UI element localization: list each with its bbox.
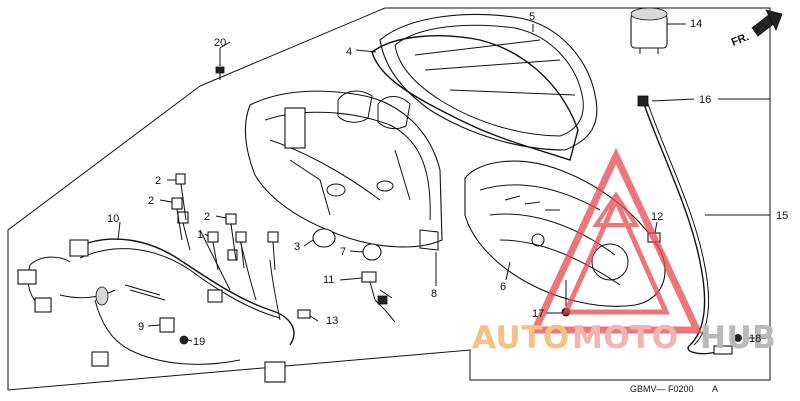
callout-2-b: 2 bbox=[148, 195, 154, 207]
callout-13: 13 bbox=[326, 315, 338, 327]
watermark-moto: MOTO bbox=[572, 320, 679, 356]
grommet-3 bbox=[312, 228, 336, 248]
watermark-auto: AUTO bbox=[472, 320, 570, 356]
callout-1: 1 bbox=[197, 229, 203, 241]
screw-20 bbox=[215, 48, 225, 80]
callout-14: 14 bbox=[690, 18, 702, 30]
clamp-9 bbox=[159, 317, 175, 333]
front-direction-label: FR. bbox=[730, 31, 751, 49]
meter-case bbox=[244, 90, 443, 251]
bulb-socket-14 bbox=[630, 7, 686, 54]
callout-18: 18 bbox=[749, 333, 761, 345]
diagram-code: GBMV— F0200 bbox=[630, 384, 694, 394]
wire-harness bbox=[17, 229, 295, 383]
callout-15: 15 bbox=[776, 210, 788, 222]
watermark-hub: HUB bbox=[700, 320, 776, 356]
callout-19: 19 bbox=[193, 336, 205, 348]
bolt-18 bbox=[734, 334, 742, 342]
callout-10: 10 bbox=[107, 213, 119, 225]
callout-2-a: 2 bbox=[155, 175, 161, 187]
callout-12: 12 bbox=[651, 211, 663, 223]
grommet-7 bbox=[362, 243, 382, 261]
callout-11: 11 bbox=[323, 274, 334, 286]
diagram-code-suffix: A bbox=[712, 384, 718, 394]
callout-20: 20 bbox=[214, 37, 226, 49]
meter-lens-cover bbox=[379, 13, 598, 151]
callout-7: 7 bbox=[340, 246, 346, 258]
front-direction-arrow bbox=[751, 9, 783, 37]
callout-3: 3 bbox=[294, 241, 300, 253]
lens-seal bbox=[371, 35, 579, 161]
callout-6: 6 bbox=[500, 281, 506, 293]
callout-4: 4 bbox=[346, 46, 352, 58]
speedometer-assembly bbox=[464, 160, 666, 307]
bulb-sockets bbox=[171, 173, 279, 271]
watermark-logo-triangle bbox=[529, 147, 703, 334]
speedometer-cable bbox=[637, 95, 733, 355]
bolt-19 bbox=[179, 335, 189, 345]
socket-11 bbox=[361, 271, 396, 323]
callout-9: 9 bbox=[138, 321, 144, 333]
callout-17: 17 bbox=[532, 308, 544, 320]
callout-2-c: 2 bbox=[204, 211, 210, 223]
callout-8: 8 bbox=[431, 288, 437, 300]
callout-5: 5 bbox=[529, 11, 535, 23]
leader-lines bbox=[117, 23, 771, 342]
callout-16: 16 bbox=[699, 94, 711, 106]
watermark-text: AUTO MOTO HUB bbox=[472, 320, 776, 356]
terminal-13 bbox=[297, 309, 311, 319]
assembly-frame bbox=[7, 7, 771, 391]
